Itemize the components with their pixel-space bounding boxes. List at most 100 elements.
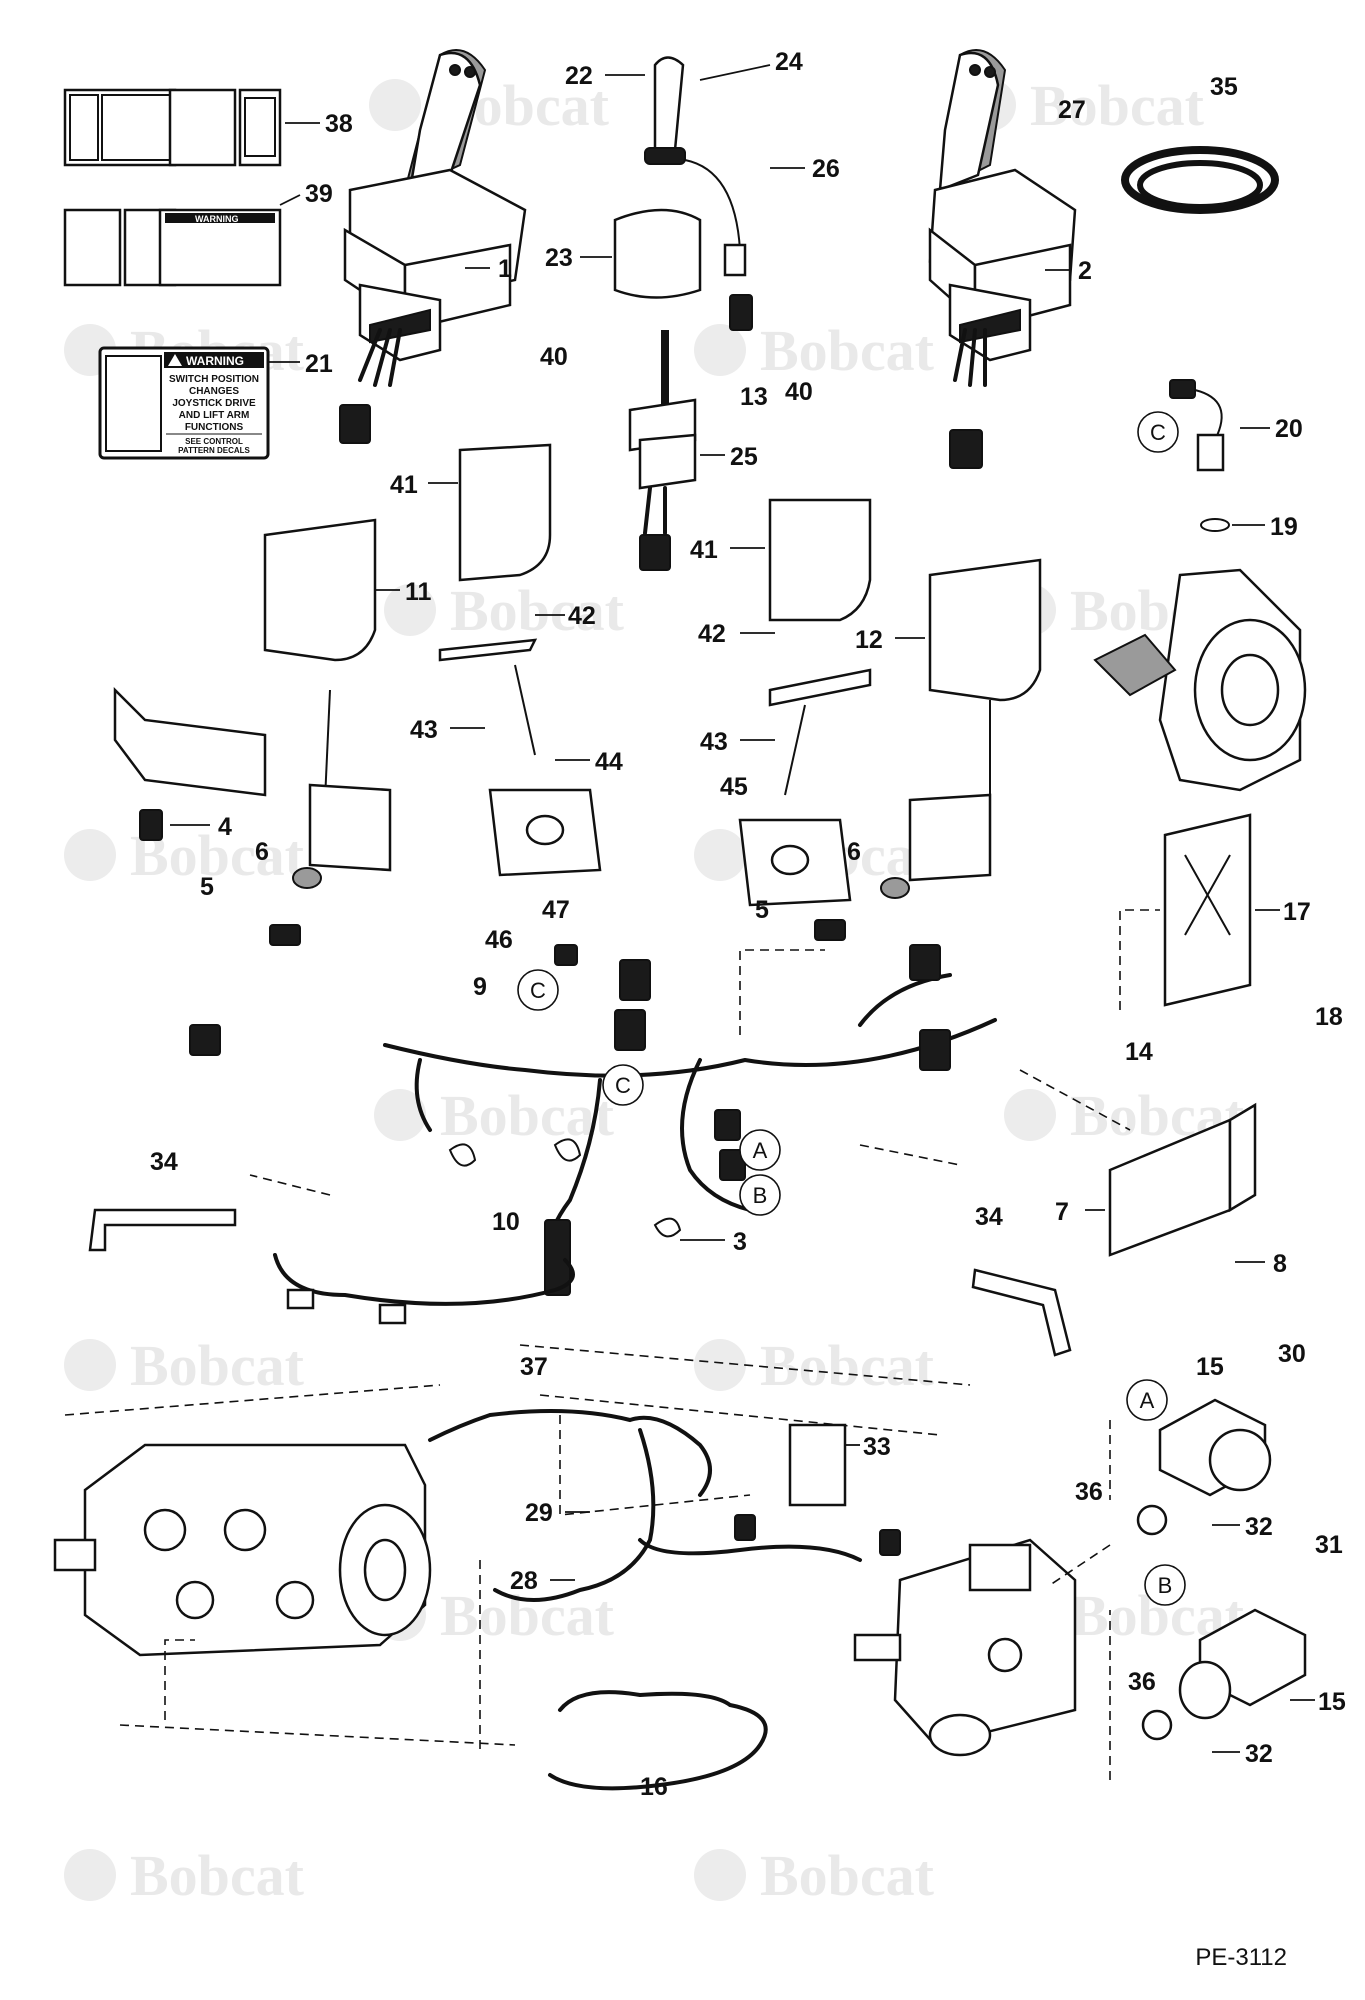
callout-16: 16 (640, 1773, 668, 1801)
callout-35: 35 (1210, 73, 1238, 101)
callout-20: 20 (1275, 415, 1303, 443)
connector (614, 1009, 646, 1051)
decal-21-line: CHANGES (189, 386, 239, 397)
decal-21-header: WARNING (186, 354, 244, 368)
callout-34: 34 (975, 1203, 1003, 1231)
callout-42: 42 (698, 620, 726, 648)
callout-31: 31 (1315, 1531, 1343, 1559)
callout-15: 15 (1196, 1353, 1224, 1381)
svg-text:Bobcat: Bobcat (1030, 73, 1205, 138)
joystick-right (928, 49, 1077, 362)
callout-38: 38 (325, 110, 353, 138)
o-ring-19 (1200, 518, 1230, 532)
svg-text:C: C (1150, 420, 1166, 445)
svg-text:C: C (530, 978, 546, 1003)
switch-4 (139, 809, 163, 841)
callout-13: 13 (740, 383, 768, 411)
circle-refs: C C C A B A B (517, 411, 1186, 1606)
svg-text:C: C (615, 1073, 631, 1098)
watermark: Bobcat (64, 1843, 305, 1908)
bobcat-logo-icon (64, 1339, 116, 1391)
circle-ref-b: B (739, 1174, 781, 1216)
svg-text:Bobcat: Bobcat (130, 1843, 305, 1908)
decal-21: WARNING SWITCH POSITION CHANGES JOYSTICK… (98, 346, 270, 460)
o-ring-36 (1136, 1504, 1168, 1536)
callout-47: 47 (542, 896, 570, 924)
callout-2: 2 (1078, 257, 1092, 285)
watermark: Bobcat (64, 1333, 305, 1398)
bracket-33 (788, 1423, 847, 1507)
page-code: PE-3112 (1195, 1944, 1287, 1971)
callout-24: 24 (775, 48, 803, 76)
callout-26: 26 (812, 155, 840, 183)
callout-10: 10 (492, 1208, 520, 1236)
bobcat-logo-icon (1004, 1089, 1056, 1141)
callout-1: 1 (498, 255, 512, 283)
callout-46: 46 (485, 926, 513, 954)
callout-40: 40 (785, 378, 813, 406)
watermark: Bobcat (374, 1083, 615, 1148)
callout-17: 17 (1283, 898, 1311, 926)
bobcat-logo-icon (64, 829, 116, 881)
callout-37: 37 (520, 1353, 548, 1381)
circle-ref-b: B (1144, 1564, 1186, 1606)
joystick-left (343, 49, 527, 362)
svg-text:A: A (753, 1138, 768, 1163)
svg-text:Bobcat: Bobcat (760, 318, 935, 383)
mount-12 (928, 558, 1042, 702)
cable-35 (1121, 146, 1279, 214)
callout-36: 36 (1075, 1478, 1103, 1506)
svg-text:Bobcat: Bobcat (130, 1333, 305, 1398)
watermark: Bobcat (694, 1333, 935, 1398)
dashed-references (64, 909, 1160, 1780)
decal-21-line: SWITCH POSITION (169, 374, 259, 385)
svg-text:Bobcat: Bobcat (760, 1843, 935, 1908)
callout-layer: 1 2 3 4 5 5 6 6 7 8 9 10 11 12 13 14 15 … (150, 48, 1346, 1801)
decal-21-line: AND LIFT ARM (179, 410, 250, 421)
callout-14: 14 (1125, 1038, 1153, 1066)
callout-32: 32 (1245, 1513, 1273, 1541)
bobcat-logo-icon (384, 584, 436, 636)
connector (919, 1029, 951, 1071)
sensor-20 (1169, 379, 1225, 472)
harness-37 (428, 1409, 712, 1497)
callout-45: 45 (720, 773, 748, 801)
wrench-34-left (88, 1208, 237, 1252)
callout-9: 9 (473, 973, 487, 1001)
callout-41: 41 (390, 471, 418, 499)
bobcat-logo-icon (374, 1089, 426, 1141)
callout-32: 32 (1245, 1740, 1273, 1768)
circle-ref-c: C (1137, 411, 1179, 453)
bobcat-logo-icon (694, 324, 746, 376)
callout-3: 3 (733, 1228, 747, 1256)
svg-text:Bobcat: Bobcat (760, 1333, 935, 1398)
mount-41-left (458, 443, 552, 582)
callout-29: 29 (525, 1499, 553, 1527)
svg-text:Bobcat: Bobcat (440, 1083, 615, 1148)
callout-39: 39 (305, 180, 333, 208)
connector (714, 1109, 741, 1141)
o-ring-36 (1141, 1709, 1173, 1741)
hydrostatic-pump (53, 1443, 432, 1657)
callout-5: 5 (200, 873, 214, 901)
callout-34: 34 (150, 1148, 178, 1176)
callout-25: 25 (730, 443, 758, 471)
callout-18: 18 (1315, 1003, 1343, 1031)
decal-21-line: FUNCTIONS (185, 422, 244, 433)
callout-30: 30 (1278, 1340, 1306, 1368)
callout-40: 40 (540, 343, 568, 371)
connector (339, 404, 371, 444)
callout-22: 22 (565, 62, 593, 90)
callout-43: 43 (700, 728, 728, 756)
harness-16 (548, 1690, 768, 1791)
svg-text:Bobcat: Bobcat (450, 578, 625, 643)
decal-21-footer: SEE CONTROL (185, 437, 243, 446)
callout-23: 23 (545, 244, 573, 272)
plate-45 (768, 668, 872, 707)
callout-11: 11 (405, 578, 432, 606)
decal-38 (63, 88, 282, 167)
callout-8: 8 (1273, 1250, 1287, 1278)
mount-41-right (768, 498, 872, 622)
connector (909, 944, 941, 981)
decal-39: WARNING (63, 208, 282, 287)
